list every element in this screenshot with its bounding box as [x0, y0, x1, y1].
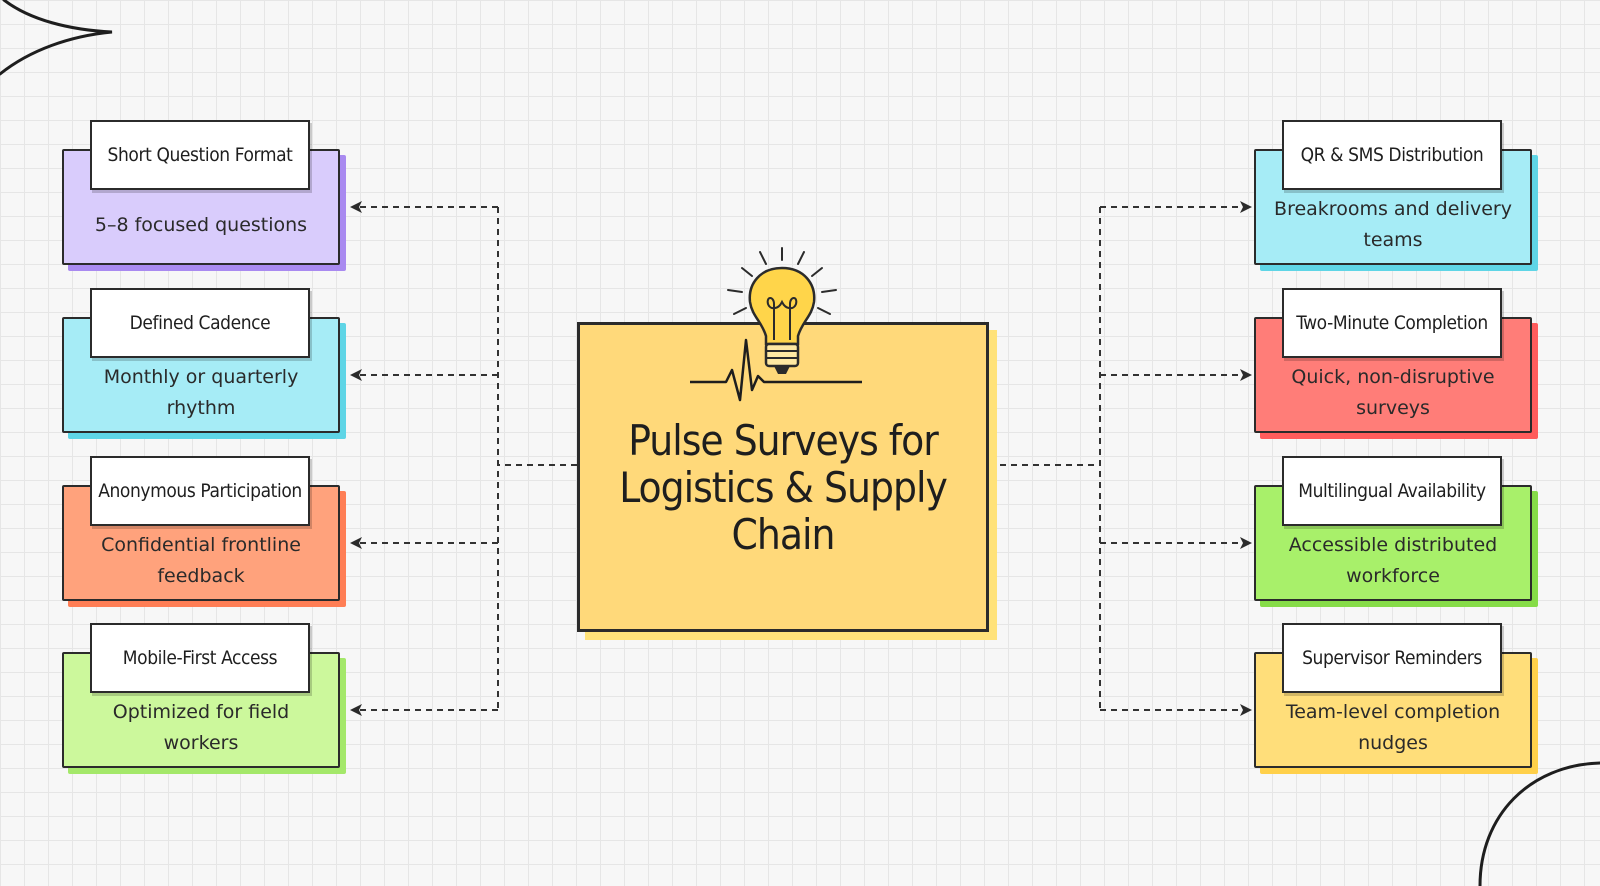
bulb-tip — [774, 366, 790, 374]
card-description: Quick, non-disruptive surveys — [1291, 366, 1495, 419]
center-title: Pulse Surveys for Logistics & Supply Cha… — [619, 416, 948, 559]
card-description: Confidential frontline feedback — [101, 534, 301, 587]
light-rays — [727, 247, 837, 315]
bulb-base — [764, 342, 800, 368]
card-title: Supervisor Reminders — [1282, 623, 1502, 693]
card-title: Short Question Format — [90, 120, 310, 190]
bulb-filament — [766, 297, 798, 340]
right-card-3: Multilingual Availability Accessible dis… — [1254, 456, 1538, 607]
card-description: Team-level completion nudges — [1285, 701, 1501, 754]
card-title: Multilingual Availability — [1282, 456, 1502, 526]
card-title: Defined Cadence — [90, 288, 310, 358]
bulb-glass — [748, 266, 816, 346]
left-card-4: Mobile-First Access Optimized for field … — [62, 623, 346, 774]
card-title: Anonymous Participation — [90, 456, 310, 526]
lightbulb-icon — [690, 247, 862, 402]
card-description: Breakrooms and delivery teams — [1274, 198, 1512, 251]
card-title: Mobile-First Access — [90, 623, 310, 693]
corner-swoosh-decoration — [0, 0, 113, 76]
left-card-2: Defined Cadence Monthly or quarterly rhy… — [62, 288, 346, 439]
heartbeat-line-icon — [690, 338, 862, 402]
card-description: 5–8 focused questions — [94, 213, 308, 236]
left-card-1: Short Question Format 5–8 focused questi… — [62, 120, 346, 271]
card-title: QR & SMS Distribution — [1282, 120, 1502, 190]
left-card-3: Anonymous Participation Confidential fro… — [62, 456, 346, 607]
card-title: Two-Minute Completion — [1282, 288, 1502, 358]
corner-arc-decoration — [1478, 761, 1600, 886]
right-card-2: Two-Minute Completion Quick, non-disrupt… — [1254, 288, 1538, 439]
card-description: Optimized for field workers — [112, 701, 290, 754]
right-card-4: Supervisor Reminders Team-level completi… — [1254, 623, 1538, 774]
card-description: Accessible distributed workforce — [1288, 534, 1498, 587]
card-description: Monthly or quarterly rhythm — [103, 366, 299, 419]
right-card-1: QR & SMS Distribution Breakrooms and del… — [1254, 120, 1538, 271]
